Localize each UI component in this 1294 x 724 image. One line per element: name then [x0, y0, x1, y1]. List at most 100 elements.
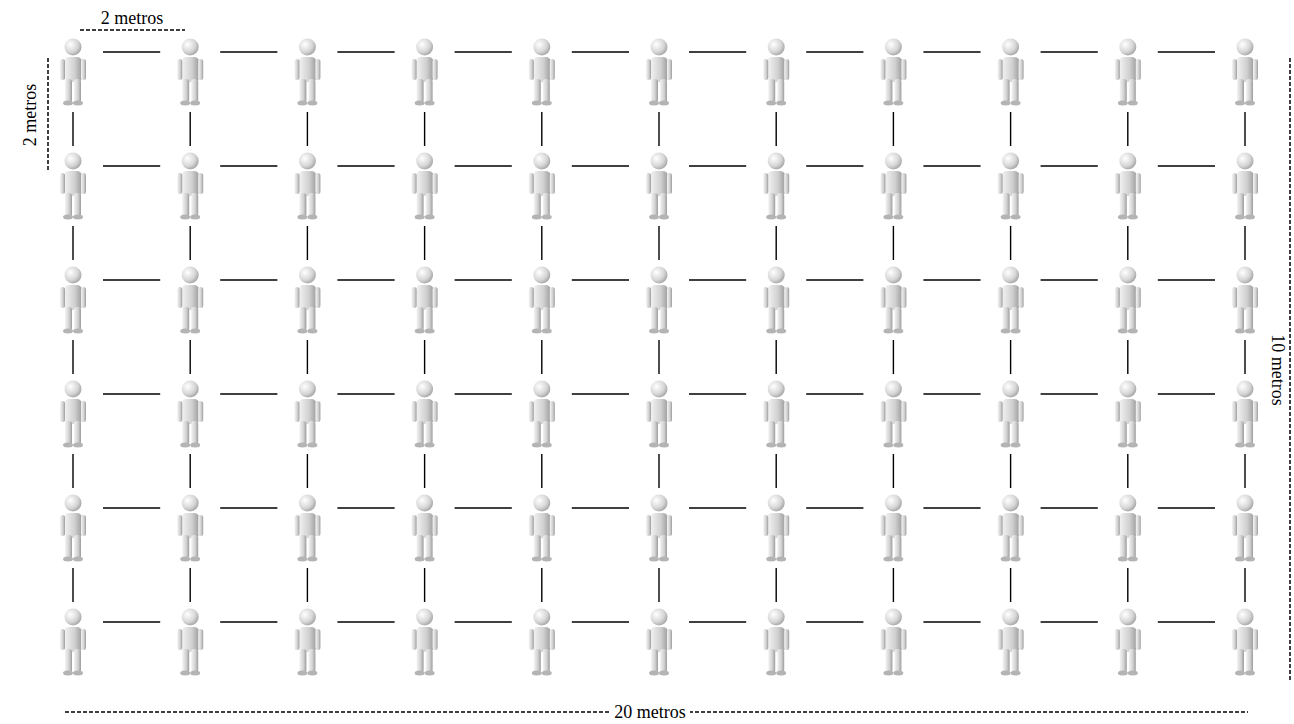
grid-line: [1244, 454, 1245, 488]
grid-line: [455, 507, 512, 508]
grid-line: [1244, 226, 1245, 260]
grid-line: [776, 340, 777, 374]
grid-line: [541, 112, 542, 146]
grid-line: [1010, 454, 1011, 488]
grid-line: [220, 165, 277, 166]
person-figure: [998, 39, 1024, 106]
grid-line: [189, 454, 190, 488]
grid-line: [337, 621, 394, 622]
grid-line: [1127, 454, 1128, 488]
person-figure: [294, 39, 320, 106]
person-figure: [880, 609, 906, 676]
grid-line: [103, 393, 160, 394]
person-figure: [412, 39, 438, 106]
grid-line: [923, 393, 980, 394]
person-figure: [177, 267, 203, 334]
grid-line: [424, 568, 425, 602]
grid-line: [455, 165, 512, 166]
person-figure: [880, 381, 906, 448]
grid-line: [806, 279, 863, 280]
person-figure: [412, 267, 438, 334]
grid-line: [1244, 568, 1245, 602]
grid-line: [658, 112, 659, 146]
person-figure: [529, 39, 555, 106]
person-figure: [880, 267, 906, 334]
person-figure: [763, 267, 789, 334]
person-figure: [177, 153, 203, 220]
grid-line: [103, 621, 160, 622]
grid-line: [220, 507, 277, 508]
grid-line: [220, 393, 277, 394]
grid-line: [541, 340, 542, 374]
person-figure: [646, 381, 672, 448]
person-figure: [294, 495, 320, 562]
person-figure: [1232, 267, 1258, 334]
person-figure: [529, 495, 555, 562]
grid-line: [776, 568, 777, 602]
grid-line: [337, 51, 394, 52]
grid-line: [658, 568, 659, 602]
person-figure: [60, 381, 86, 448]
person-figure: [412, 381, 438, 448]
grid-line: [220, 621, 277, 622]
grid-line: [1158, 279, 1215, 280]
grid-line: [189, 112, 190, 146]
grid-line: [572, 621, 629, 622]
person-figure: [646, 267, 672, 334]
grid-line: [923, 279, 980, 280]
grid-line: [1010, 568, 1011, 602]
grid-line: [1041, 621, 1098, 622]
person-figure: [1232, 381, 1258, 448]
grid-line: [776, 112, 777, 146]
grid-line: [1041, 165, 1098, 166]
grid-line: [572, 279, 629, 280]
grid-line: [307, 568, 308, 602]
grid-line: [189, 226, 190, 260]
grid-line: [1127, 568, 1128, 602]
person-figure: [1115, 609, 1141, 676]
person-figure: [177, 495, 203, 562]
person-figure: [763, 495, 789, 562]
person-figure: [294, 267, 320, 334]
grid-line: [337, 507, 394, 508]
grid-line: [424, 454, 425, 488]
person-figure: [177, 609, 203, 676]
person-figure: [998, 495, 1024, 562]
grid-line: [1041, 51, 1098, 52]
person-figure: [646, 495, 672, 562]
person-figure: [998, 609, 1024, 676]
grid-line: [103, 165, 160, 166]
grid-line: [1041, 507, 1098, 508]
grid-line: [689, 621, 746, 622]
person-figure: [60, 267, 86, 334]
grid-line: [572, 507, 629, 508]
grid-line: [337, 165, 394, 166]
person-figure: [998, 153, 1024, 220]
grid-line: [307, 454, 308, 488]
grid-line: [1158, 165, 1215, 166]
grid-line: [455, 51, 512, 52]
person-figure: [880, 495, 906, 562]
grid-line: [1127, 340, 1128, 374]
grid-line: [307, 112, 308, 146]
person-figure: [60, 39, 86, 106]
grid-line: [455, 279, 512, 280]
grid-line: [1158, 393, 1215, 394]
person-figure: [294, 381, 320, 448]
grid-line: [337, 393, 394, 394]
person-figure: [294, 609, 320, 676]
grid-line: [189, 568, 190, 602]
grid-line: [806, 165, 863, 166]
grid-line: [806, 621, 863, 622]
person-figure: [763, 609, 789, 676]
dimension-label: 20 metros: [610, 703, 690, 721]
person-figure: [763, 39, 789, 106]
grid-line: [1127, 226, 1128, 260]
grid-line: [689, 51, 746, 52]
grid-line: [1010, 340, 1011, 374]
grid-line: [689, 507, 746, 508]
person-figure: [412, 609, 438, 676]
grid-line: [424, 226, 425, 260]
person-figure: [529, 267, 555, 334]
grid-line: [1127, 112, 1128, 146]
